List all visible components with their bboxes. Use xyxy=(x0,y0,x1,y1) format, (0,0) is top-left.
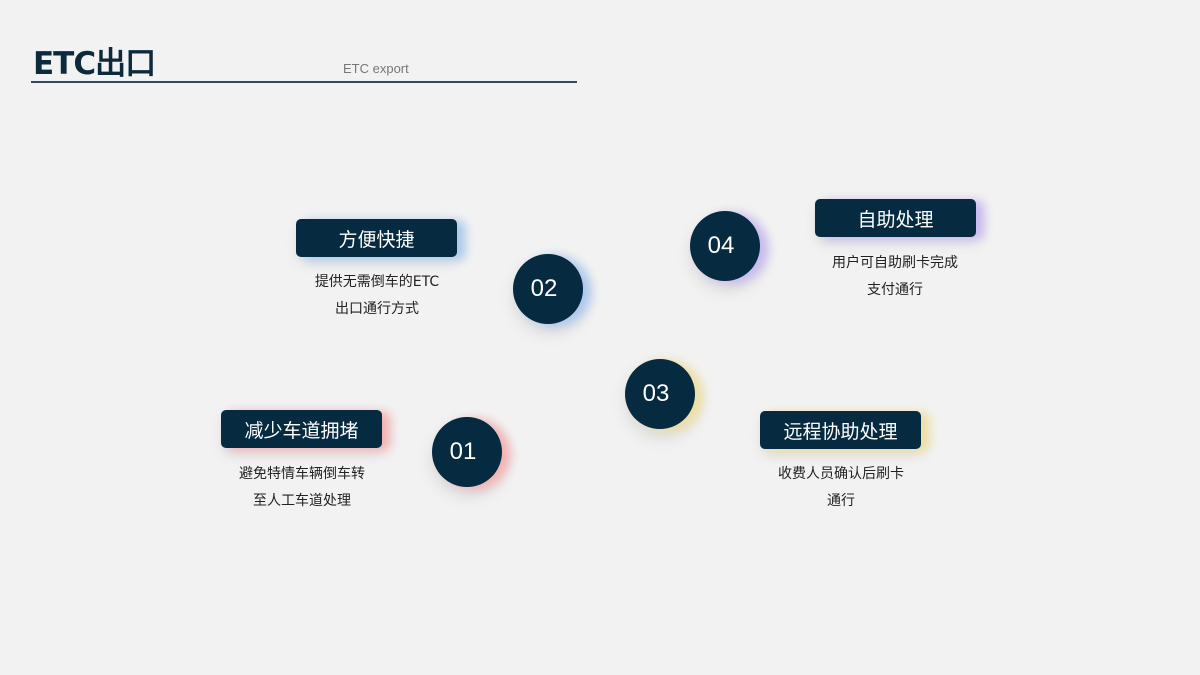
desc-line: 至人工车道处理 xyxy=(253,493,351,509)
step-circle-02: 02 xyxy=(513,254,583,324)
desc-line: 出口通行方式 xyxy=(335,301,419,317)
step-desc-02: 提供无需倒车的ETC 出口通行方式 xyxy=(257,269,497,323)
step-desc-03: 收费人员确认后刷卡 通行 xyxy=(721,461,961,515)
step-label-02: 方便快捷 xyxy=(296,219,457,257)
desc-line: 用户可自助刷卡完成 xyxy=(832,255,958,271)
title-divider xyxy=(31,81,577,83)
step-number: 03 xyxy=(642,380,670,407)
desc-line: 避免特情车辆倒车转 xyxy=(239,466,365,482)
step-desc-01: 避免特情车辆倒车转 至人工车道处理 xyxy=(182,461,422,515)
step-desc-04: 用户可自助刷卡完成 支付通行 xyxy=(775,250,1015,304)
page-subtitle: ETC export xyxy=(343,61,409,76)
step-label-03: 远程协助处理 xyxy=(760,411,921,449)
desc-line: 提供无需倒车的ETC xyxy=(314,274,440,290)
step-circle-04: 04 xyxy=(690,211,760,281)
step-circle-03: 03 xyxy=(625,359,695,429)
step-circle-01: 01 xyxy=(432,417,502,487)
step-number: 01 xyxy=(449,438,477,465)
desc-line: 通行 xyxy=(827,493,855,509)
step-label-01: 减少车道拥堵 xyxy=(221,410,382,448)
step-label-04: 自助处理 xyxy=(815,199,976,237)
desc-line: 收费人员确认后刷卡 xyxy=(778,466,904,482)
page-title: ETC出口 xyxy=(33,46,156,82)
step-number: 04 xyxy=(707,232,735,259)
desc-line: 支付通行 xyxy=(867,282,923,298)
step-number: 02 xyxy=(530,275,558,302)
